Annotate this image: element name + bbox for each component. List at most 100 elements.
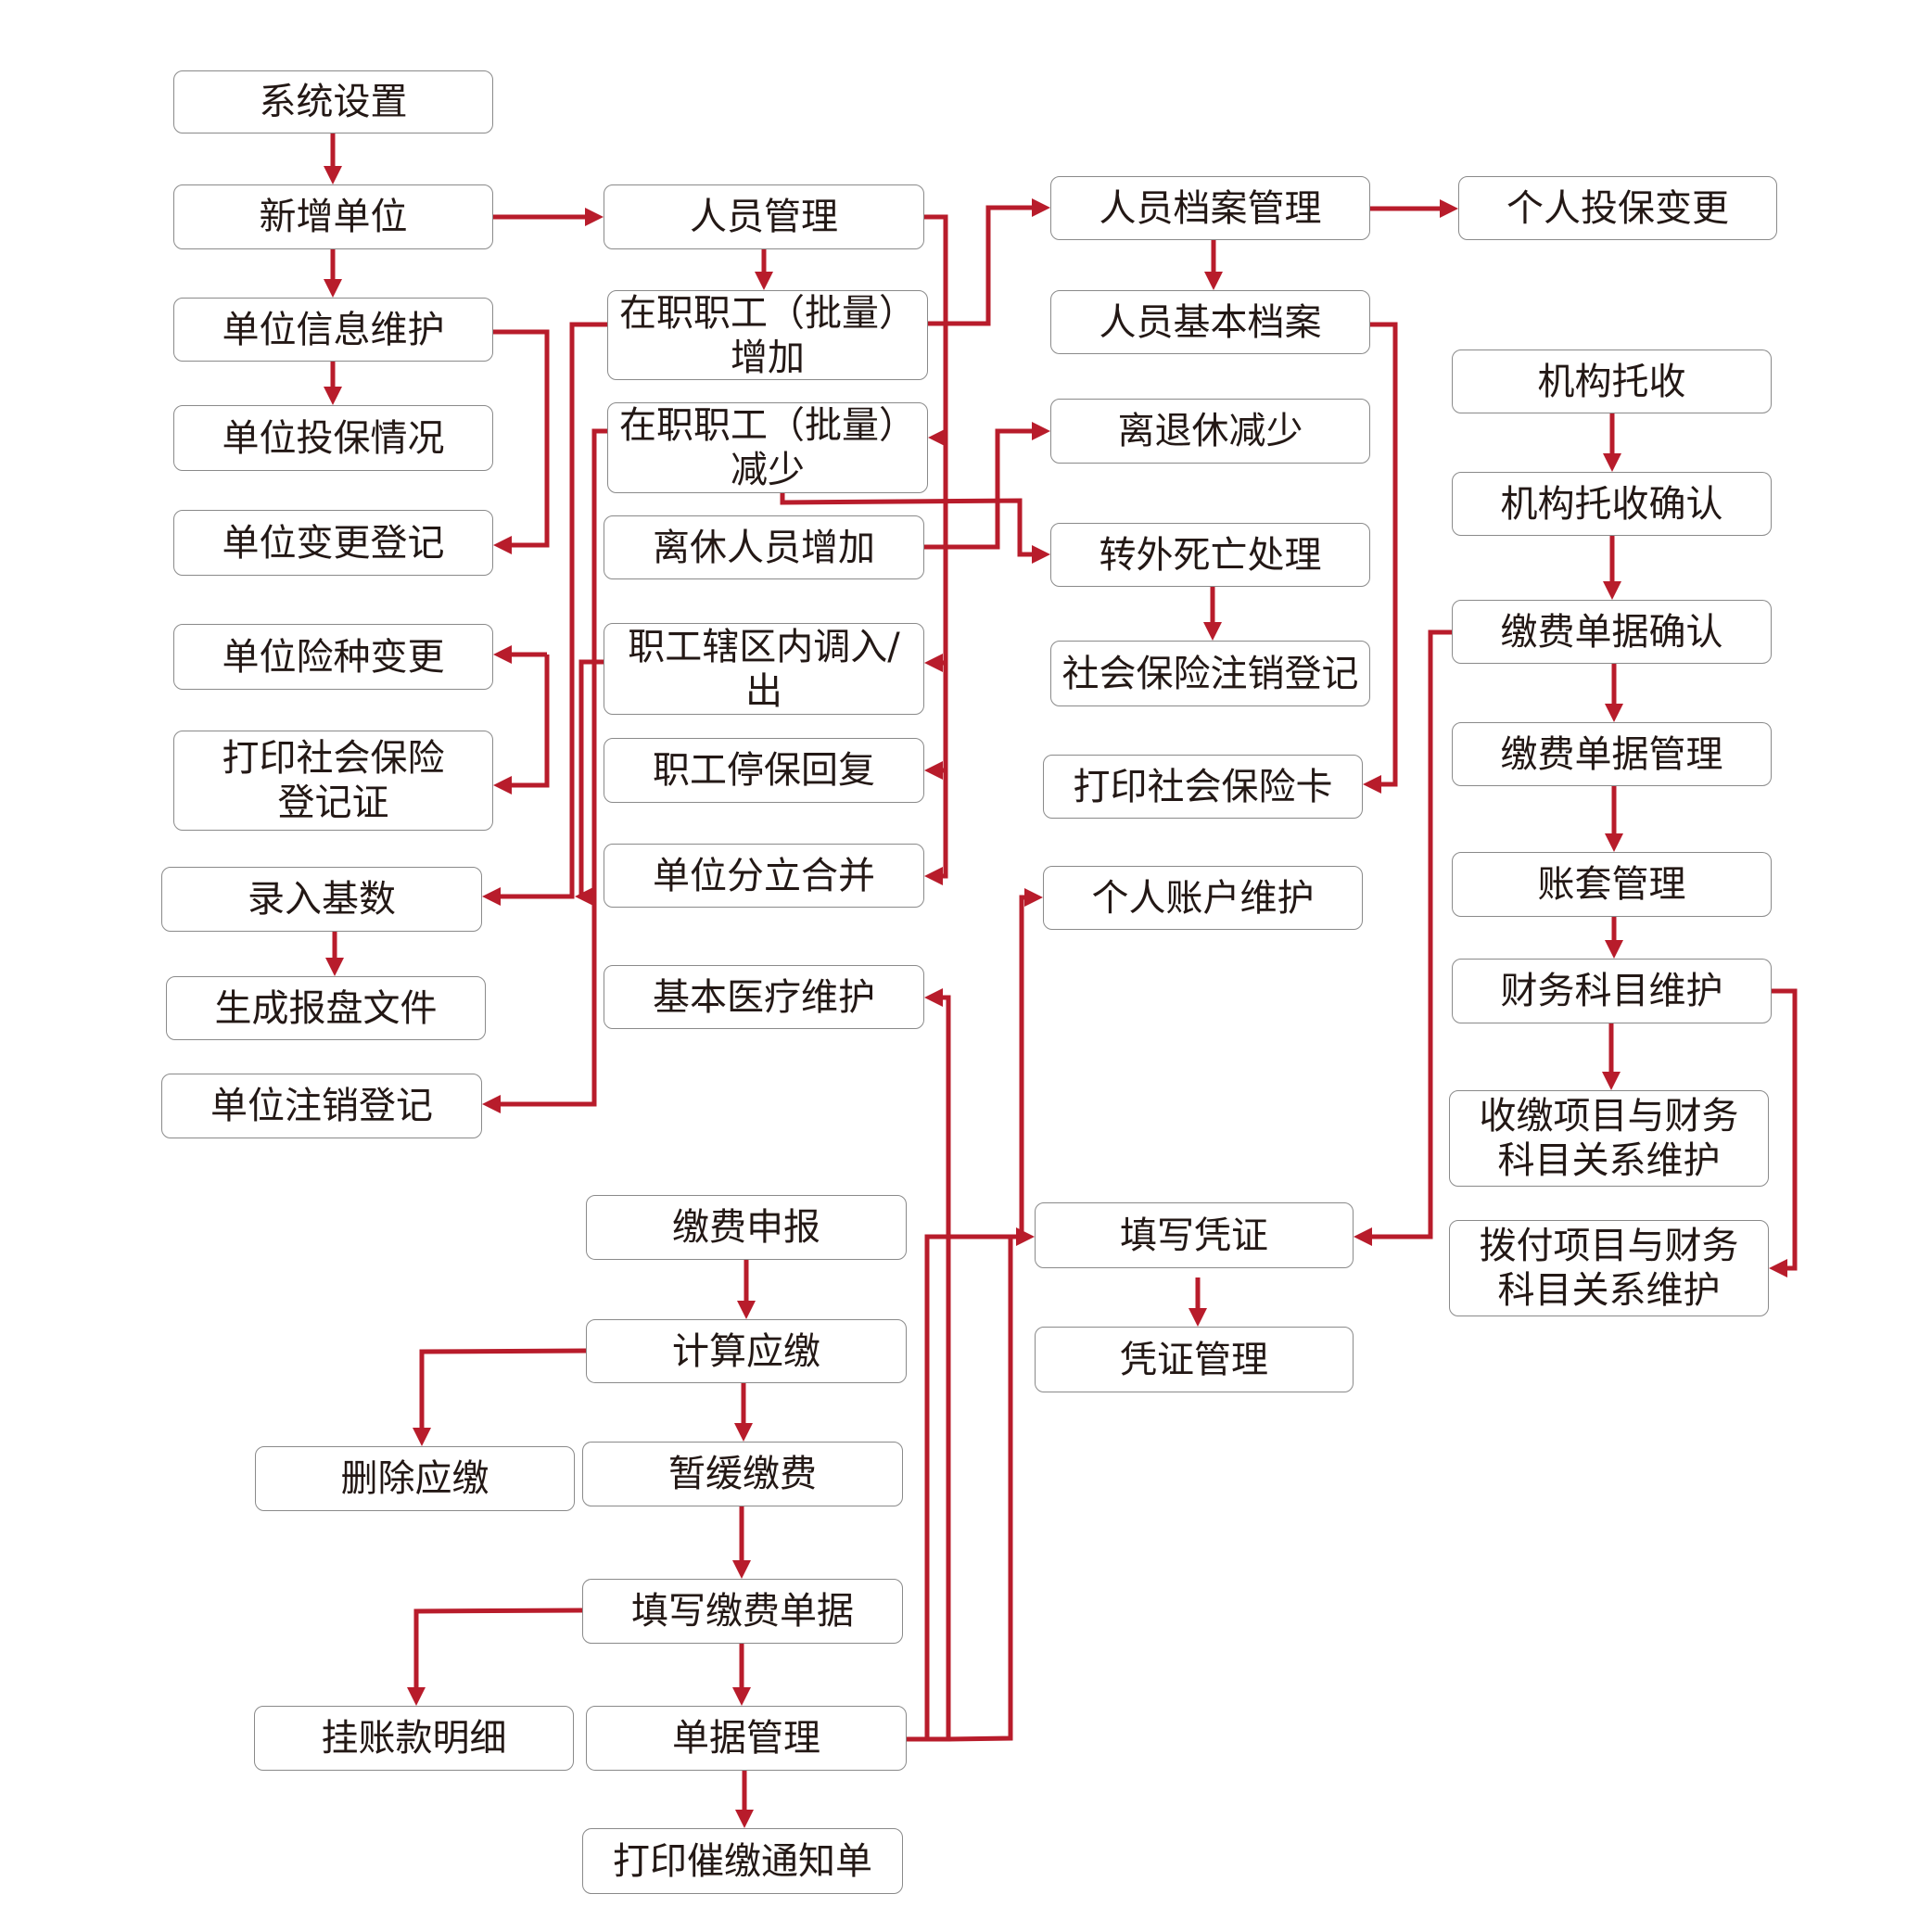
node-zgxqdr[interactable]: 职工辖区内调入/ 出 (604, 623, 924, 715)
edge-rygl-to-zzzgzj (755, 249, 773, 290)
node-sbzxdj[interactable]: 社会保险注销登记 (1050, 641, 1370, 706)
node-jfdjqr[interactable]: 缴费单据确认 (1452, 600, 1772, 664)
node-lrjs[interactable]: 录入基数 (161, 867, 482, 932)
connector-line (419, 1348, 587, 1431)
arrowhead-icon (1602, 1072, 1621, 1090)
node-scyj[interactable]: 删除应缴 (255, 1446, 575, 1511)
arrowhead-icon (928, 428, 947, 447)
edge-djgl-to-txpz (947, 1227, 1035, 1742)
node-label: 暂缓缴费 (668, 1453, 817, 1495)
arrowhead-icon (924, 988, 943, 1007)
node-dwbgdj[interactable]: 单位变更登记 (173, 510, 493, 576)
connector-line (497, 322, 607, 899)
arrowhead-icon (1032, 422, 1050, 440)
edge-jfdjqr-to-jfdjgl (1605, 664, 1623, 722)
node-dysbdjz[interactable]: 打印社会保险 登记证 (173, 731, 493, 831)
connector-line (1368, 629, 1452, 1239)
node-label: 单位投保情况 (222, 416, 445, 460)
node-dwflhb[interactable]: 单位分立合并 (604, 844, 924, 908)
node-gzkmx[interactable]: 挂账款明细 (254, 1706, 574, 1771)
node-lxryzj[interactable]: 离休人员增加 (604, 515, 924, 579)
node-zzzgjs[interactable]: 在职职工（批量） 减少 (607, 402, 928, 493)
node-jfsb[interactable]: 缴费申报 (586, 1195, 907, 1260)
node-dwtbqk[interactable]: 单位投保情况 (173, 405, 493, 471)
edge-rygl-to-dwflhb (924, 770, 948, 885)
arrowhead-icon (1204, 272, 1223, 290)
node-sjxmgx[interactable]: 收缴项目与财务 科目关系维护 (1449, 1090, 1769, 1187)
node-pzgl[interactable]: 凭证管理 (1035, 1327, 1354, 1392)
node-rygl[interactable]: 人员管理 (604, 184, 924, 249)
node-label: 账套管理 (1537, 863, 1686, 906)
node-label: 人员基本档案 (1099, 300, 1322, 344)
edge-txjfdj-to-gzkmx (407, 1608, 583, 1706)
arrowhead-icon (924, 867, 943, 885)
arrowhead-icon (493, 776, 512, 794)
edge-zzzgjs-to-dwzxdj (482, 428, 607, 1113)
node-dwzxdj[interactable]: 单位注销登记 (161, 1074, 482, 1138)
node-ryda[interactable]: 人员档案管理 (1050, 176, 1370, 240)
node-xzdw[interactable]: 新增单位 (173, 184, 493, 249)
node-label: 缴费单据确认 (1500, 610, 1723, 654)
node-jbylwh[interactable]: 基本医疗维护 (604, 965, 924, 1029)
node-label: 单位变更登记 (222, 521, 445, 565)
edge-ztgl-to-cwkmwh (1605, 917, 1623, 959)
node-zwswcl[interactable]: 转外死亡处理 (1050, 523, 1370, 587)
node-bfxmgx[interactable]: 拨付项目与财务 科目关系维护 (1449, 1220, 1769, 1316)
arrowhead-icon (1032, 198, 1050, 217)
node-dysbk[interactable]: 打印社会保险卡 (1043, 755, 1363, 819)
node-cwkmwh[interactable]: 财务科目维护 (1452, 959, 1772, 1023)
node-jgtsqr[interactable]: 机构托收确认 (1452, 472, 1772, 536)
node-txjfdj[interactable]: 填写缴费单据 (582, 1579, 903, 1644)
connector-line (780, 493, 1036, 557)
node-jgts[interactable]: 机构托收 (1452, 350, 1772, 413)
arrowhead-icon (1024, 888, 1043, 907)
connector-line (1772, 988, 1798, 1271)
node-label: 单据管理 (672, 1717, 820, 1760)
node-label: 打印社会保险 登记证 (222, 737, 445, 824)
edge-txjfdj-to-djgl (732, 1644, 751, 1706)
node-label: 机构托收 (1537, 360, 1686, 403)
node-dycjtzd[interactable]: 打印催缴通知单 (582, 1828, 903, 1894)
edge-zzzgzj-to-ryda (928, 198, 1050, 326)
edge-zhjf-to-txjfdj (732, 1506, 751, 1579)
node-zzzgzj[interactable]: 在职职工（批量） 增加 (607, 290, 928, 380)
node-label: 个人投保变更 (1506, 186, 1729, 230)
node-jsyj[interactable]: 计算应缴 (586, 1319, 907, 1383)
node-label: 在职职工（批量） 增加 (619, 291, 916, 379)
node-label: 人员档案管理 (1099, 186, 1322, 230)
node-label: 转外死亡处理 (1099, 533, 1322, 577)
arrowhead-icon (324, 279, 342, 298)
node-xtsz[interactable]: 系统设置 (173, 70, 493, 133)
node-jfdjgl[interactable]: 缴费单据管理 (1452, 722, 1772, 786)
node-zgtbhf[interactable]: 职工停保回复 (604, 738, 924, 803)
connector-line (939, 438, 948, 666)
node-grtbbg[interactable]: 个人投保变更 (1458, 176, 1777, 240)
arrowhead-icon (324, 166, 342, 184)
node-label: 财务科目维护 (1500, 970, 1723, 1012)
edge-rygl-to-zgtbhf (924, 663, 948, 780)
node-label: 打印催缴通知单 (613, 1839, 872, 1883)
node-ltxjs[interactable]: 离退休减少 (1050, 399, 1370, 464)
node-dwxxwh[interactable]: 单位信息维护 (173, 298, 493, 362)
connector-line (928, 205, 1036, 326)
edge-jsyj-to-scyj (413, 1348, 587, 1446)
node-zhjf[interactable]: 暂缓缴费 (582, 1442, 903, 1506)
arrowhead-icon (1032, 545, 1050, 564)
node-grzhwh[interactable]: 个人账户维护 (1043, 866, 1363, 930)
edge-xzdw-to-dwxxwh (324, 249, 342, 298)
node-label: 在职职工（批量） 减少 (619, 404, 916, 491)
node-ztgl[interactable]: 账套管理 (1452, 852, 1772, 917)
arrowhead-icon (413, 1428, 431, 1446)
connector-line (924, 428, 1036, 550)
node-txpz[interactable]: 填写凭证 (1035, 1202, 1354, 1268)
node-label: 基本医疗维护 (653, 975, 875, 1019)
edge-zzzgzj-to-lrjs (482, 322, 607, 906)
node-scbpwj[interactable]: 生成报盘文件 (166, 976, 486, 1040)
edge-jgtsqr-to-jfdjqr (1603, 536, 1621, 600)
arrowhead-icon (493, 536, 512, 554)
edge-xtsz-to-xzdw (324, 133, 342, 184)
node-djgl[interactable]: 单据管理 (586, 1706, 907, 1771)
node-ryjbda[interactable]: 人员基本档案 (1050, 290, 1370, 354)
node-dwxzbg[interactable]: 单位险种变更 (173, 624, 493, 690)
